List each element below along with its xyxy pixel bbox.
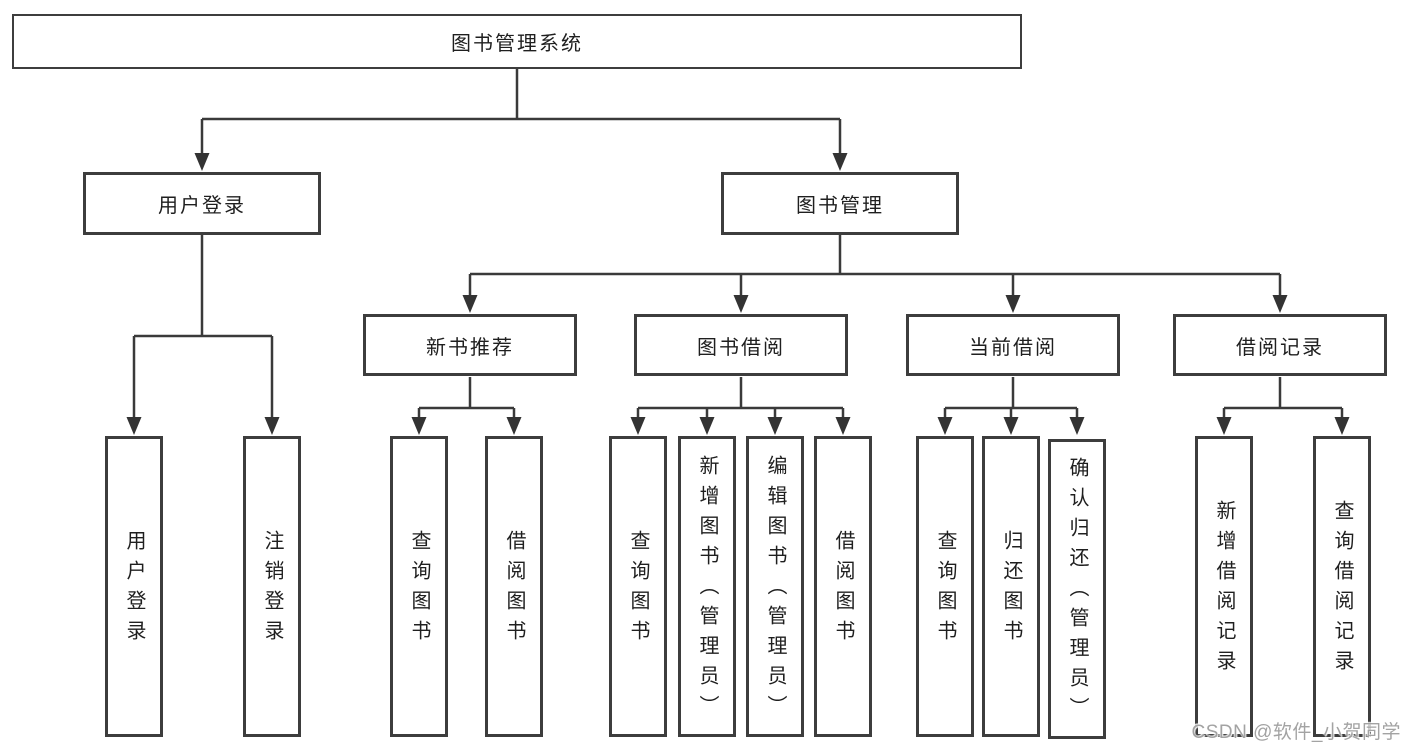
node-book-management: 图书管理 xyxy=(721,172,959,235)
node-user-login: 用户登录 xyxy=(83,172,321,235)
tree-edges xyxy=(132,69,1344,420)
leaf-return-books: 归还图书 xyxy=(982,436,1040,737)
leaf-user-login: 用户登录 xyxy=(105,436,163,737)
arrow-down-icon xyxy=(699,417,715,435)
arrow-down-icon xyxy=(264,417,280,435)
arrow-down-icon xyxy=(1005,295,1021,313)
node-book-borrowing: 图书借阅 xyxy=(634,314,848,376)
node-borrowing-records: 借阅记录 xyxy=(1173,314,1387,376)
arrow-down-icon xyxy=(937,417,953,435)
leaf-add-borrow-record: 新增借阅记录 xyxy=(1195,436,1253,737)
arrow-down-icon xyxy=(194,153,210,171)
leaf-query-books: 查询图书 xyxy=(916,436,974,737)
arrow-down-icon xyxy=(767,417,783,435)
arrow-down-icon xyxy=(1216,417,1232,435)
leaf-query-books: 查询图书 xyxy=(609,436,667,737)
arrow-down-icon xyxy=(630,417,646,435)
arrow-down-icon xyxy=(126,417,142,435)
arrow-down-icon xyxy=(1003,417,1019,435)
leaf-query-borrow-record: 查询借阅记录 xyxy=(1313,436,1371,737)
arrow-down-icon xyxy=(1334,417,1350,435)
arrow-down-icon xyxy=(462,295,478,313)
arrow-down-icon xyxy=(1272,295,1288,313)
leaf-borrow-books: 借阅图书 xyxy=(485,436,543,737)
leaf-borrow-books: 借阅图书 xyxy=(814,436,872,737)
arrow-down-icon xyxy=(506,417,522,435)
arrow-down-icon xyxy=(1069,417,1085,435)
arrow-down-icon xyxy=(835,417,851,435)
arrow-down-icon xyxy=(733,295,749,313)
arrow-down-icon xyxy=(411,417,427,435)
leaf-add-book-admin: 新增图书（管理员） xyxy=(678,436,736,737)
node-library-management-system: 图书管理系统 xyxy=(12,14,1022,69)
leaf-confirm-return-admin: 确认归还（管理员） xyxy=(1048,439,1106,739)
leaf-logout: 注销登录 xyxy=(243,436,301,737)
csdn-watermark: CSDN @软件_小贺同学 xyxy=(1191,722,1401,743)
leaf-query-books: 查询图书 xyxy=(390,436,448,737)
arrow-down-icon xyxy=(832,153,848,171)
node-new-book-recommend: 新书推荐 xyxy=(363,314,577,376)
leaf-edit-book-admin: 编辑图书（管理员） xyxy=(746,436,804,737)
node-current-borrowing: 当前借阅 xyxy=(906,314,1120,376)
